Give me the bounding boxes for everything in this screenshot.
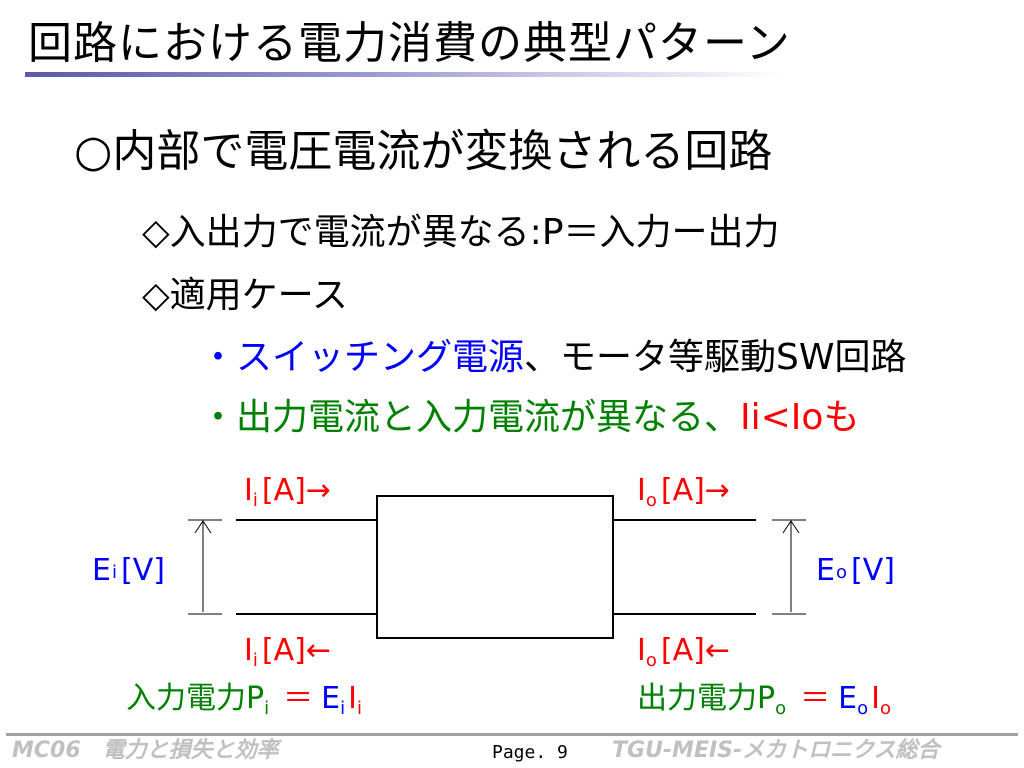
slide-title: 回路における電力消費の典型パターン (28, 18, 791, 69)
case-switching-supply: ・スイッチング電源、モータ等駆動SW回路 (200, 340, 906, 376)
circuit-box (376, 495, 614, 639)
output-voltage-label: Eo[V] (816, 553, 895, 588)
footer-organization: TGU-MEIS-メカトロニクス総合 (612, 738, 940, 763)
output-current-bottom-label: Io[A]← (637, 633, 730, 671)
footer-course-title: MC06 電力と損失と効率 (12, 738, 279, 763)
bullet-power-difference: ◇入出力で電流が異なる:P＝入力ー出力 (142, 212, 780, 253)
case-switching-supply-black: 、モータ等駆動SW回路 (524, 337, 907, 378)
case-current-differs: ・出力電流と入力電流が異なる、Ii<Ioも (200, 400, 859, 436)
case-current-differs-red: Ii<Ioも (740, 397, 860, 438)
case-switching-supply-blue: ・スイッチング電源 (200, 337, 525, 378)
input-voltage-label: Ei[V] (92, 553, 165, 588)
input-current-top-label: Ii[A]→ (244, 473, 331, 511)
case-current-differs-green: ・出力電流と入力電流が異なる、 (200, 397, 741, 438)
footer-divider (6, 733, 1018, 736)
title-underline (25, 72, 785, 77)
bullet-applicable-cases: ◇適用ケース (142, 275, 348, 316)
input-current-bottom-label: Ii[A]← (244, 633, 331, 671)
output-current-top-label: Io[A]→ (637, 473, 730, 511)
section-heading: ○内部で電圧電流が変換される回路 (74, 126, 773, 177)
footer-page-number: Page. 9 (492, 742, 568, 763)
